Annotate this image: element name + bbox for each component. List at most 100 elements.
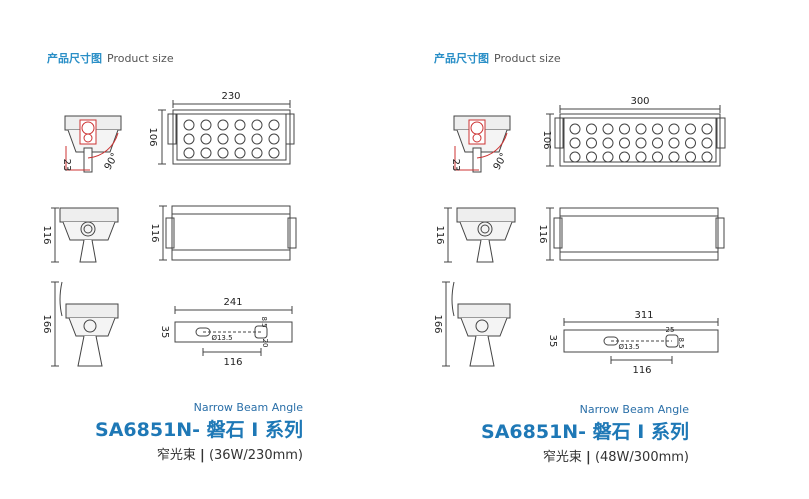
header-cn: 产品尺寸图	[47, 52, 102, 65]
dim-tilt-angle: 90°	[103, 151, 121, 172]
led-lens	[234, 133, 246, 145]
led-lens	[569, 137, 581, 149]
caption-spec: 窄光束 | (48W/300mm)	[542, 450, 689, 465]
led-lens	[701, 123, 713, 135]
led-lens	[234, 147, 246, 159]
dim-side-height: 116	[434, 225, 445, 244]
led-grid	[569, 123, 713, 163]
led-lens	[234, 119, 246, 131]
dim-front-width: 300	[630, 96, 649, 107]
dim-bracket-height: 166	[41, 314, 52, 333]
led-lens	[619, 151, 630, 163]
led-lens	[268, 147, 280, 159]
led-lens	[602, 137, 614, 149]
led-lens	[652, 151, 663, 163]
product-panel-300mm: 产品尺寸图 Product size	[404, 0, 808, 499]
led-lens	[183, 147, 195, 159]
product-size-header: 产品尺寸图 Product size	[434, 50, 561, 66]
led-lens	[668, 151, 680, 163]
led-lens	[685, 151, 696, 163]
led-lens	[652, 123, 663, 135]
led-lens	[586, 137, 597, 149]
dim-bottom-depth: 35	[159, 326, 170, 339]
dim-tilt-offset: 23	[61, 159, 72, 172]
led-lens	[268, 133, 280, 145]
led-grid	[183, 119, 280, 159]
dim-bottom-depth: 35	[547, 335, 558, 348]
side-view-tilt	[64, 115, 122, 173]
dim-hole-diameter: Ø13.5	[618, 343, 639, 351]
header-en: Product size	[107, 52, 174, 65]
dim-tilt-angle: 90°	[492, 151, 510, 172]
led-lens	[569, 123, 581, 135]
led-lens	[217, 119, 229, 131]
dim-slot-a: 8.5	[260, 316, 268, 327]
caption-subtitle: Narrow Beam Angle	[193, 401, 303, 414]
dim-bottom-length: 311	[634, 310, 653, 321]
bracket-view	[442, 281, 511, 367]
product-panel-230mm: 产品尺寸图 Product size	[0, 0, 404, 499]
caption-spec-cn: 窄光束	[542, 450, 582, 465]
dim-side-height: 116	[41, 225, 52, 244]
led-lens	[701, 151, 713, 163]
dimension-drawing: 230 106 23 90° 116 116 166 241 35 Ø13.5 …	[41, 91, 297, 368]
product-size-header: 产品尺寸图 Product size	[47, 50, 174, 66]
led-lens	[251, 133, 263, 145]
dim-tilt-offset: 23	[450, 159, 461, 172]
led-lens	[200, 147, 212, 159]
caption-spec: 窄光束 | (36W/230mm)	[156, 448, 303, 463]
front-view	[546, 105, 726, 167]
dim-hole-spacing: 116	[632, 365, 651, 376]
dim-slot-a: 25	[666, 326, 675, 334]
led-lens	[652, 137, 663, 149]
caption-spec-en: (48W/300mm)	[594, 450, 689, 465]
led-lens	[268, 119, 280, 131]
dimension-drawing: 300 106 23 90° 116 116 166 311 35 Ø13.5 …	[432, 96, 726, 376]
caption-model: SA6851N- 磐石 I 系列	[481, 421, 689, 443]
led-lens	[586, 123, 597, 135]
dim-hole-diameter: Ø13.5	[211, 334, 232, 342]
dim-body-height: 116	[537, 224, 548, 243]
led-lens	[685, 137, 696, 149]
side-view-plain	[444, 207, 516, 263]
bottom-view	[174, 306, 293, 356]
front-view	[158, 100, 295, 165]
led-lens	[635, 151, 647, 163]
side-view-plain	[51, 207, 119, 263]
body-view	[159, 205, 297, 261]
caption-model: SA6851N- 磐石 I 系列	[95, 419, 303, 441]
header-cn: 产品尺寸图	[434, 52, 489, 65]
product-caption: Narrow Beam Angle SA6851N- 磐石 I 系列 窄光束 |…	[95, 401, 303, 463]
led-lens	[569, 151, 581, 163]
caption-spec-en: (36W/230mm)	[208, 448, 303, 463]
led-lens	[619, 137, 630, 149]
body-view	[546, 207, 725, 261]
side-view-tilt	[453, 115, 511, 173]
led-lens	[635, 137, 647, 149]
dim-bottom-length: 241	[223, 297, 242, 308]
led-lens	[251, 147, 263, 159]
dim-slot-b: 20	[261, 339, 269, 348]
led-lens	[200, 119, 212, 131]
led-lens	[217, 147, 229, 159]
led-lens	[217, 133, 229, 145]
dim-bracket-height: 166	[432, 314, 443, 333]
led-lens	[619, 123, 630, 135]
caption-subtitle: Narrow Beam Angle	[579, 403, 689, 416]
dim-front-width: 230	[221, 91, 240, 102]
led-lens	[586, 151, 597, 163]
led-lens	[635, 123, 647, 135]
dim-slot-b: 8.5	[677, 337, 685, 348]
led-lens	[602, 151, 614, 163]
led-lens	[685, 123, 696, 135]
caption-spec-cn: 窄光束	[156, 448, 196, 463]
dim-body-height: 116	[149, 223, 160, 242]
header-en: Product size	[494, 52, 561, 65]
led-lens	[183, 133, 195, 145]
led-lens	[668, 137, 680, 149]
led-lens	[701, 137, 713, 149]
bracket-view	[51, 281, 119, 367]
led-lens	[668, 123, 680, 135]
bottom-view	[563, 318, 719, 364]
dim-front-height: 106	[147, 127, 158, 146]
